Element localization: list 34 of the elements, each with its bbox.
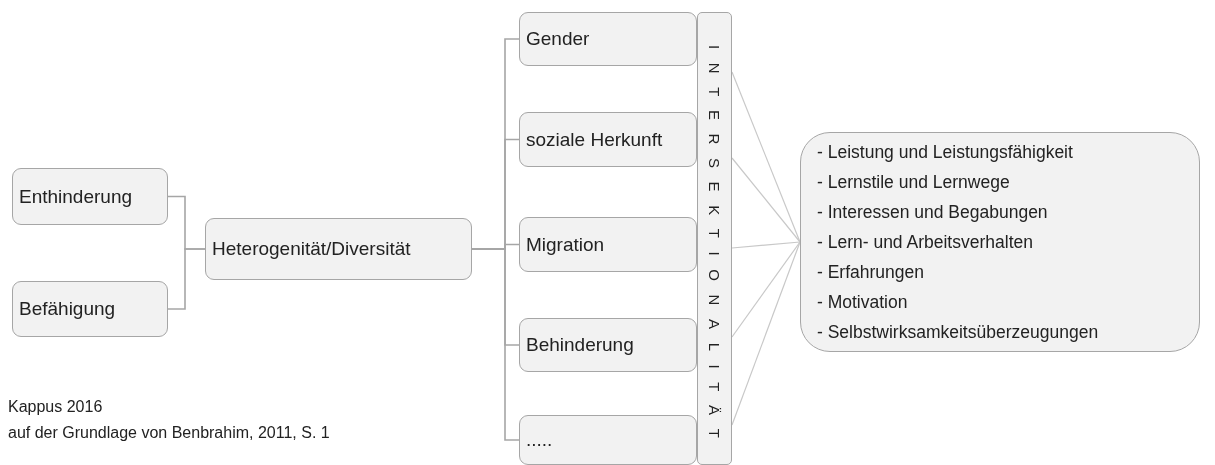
list-item: - Motivation xyxy=(817,291,908,314)
connector-line xyxy=(471,248,520,441)
box-label: Heterogenität/Diversität xyxy=(212,238,411,260)
rounded-box xyxy=(12,168,168,225)
connector-line xyxy=(731,71,801,243)
rounded-box xyxy=(12,281,168,337)
box-label: soziale Herkunft xyxy=(526,128,663,151)
list-item: - Erfahrungen xyxy=(817,261,924,284)
rounded-box xyxy=(519,217,697,272)
box-label: Behinderung xyxy=(526,334,634,356)
list-item: - Selbstwirksamkeitsüberzeugungen xyxy=(817,321,1099,344)
vertical-label: INTERSEKTIONALITÄT xyxy=(706,45,723,452)
rounded-list-box xyxy=(800,132,1200,352)
rounded-box xyxy=(519,318,697,372)
box-label: Enthinderung xyxy=(19,185,133,208)
source-note: Kappus 2016 xyxy=(8,398,103,416)
rounded-box xyxy=(205,218,472,280)
connector-line xyxy=(731,241,801,249)
connector-line xyxy=(731,157,801,243)
connector-line xyxy=(731,241,801,338)
list-item: - Interessen und Begabungen xyxy=(817,201,1048,224)
rounded-box xyxy=(519,415,697,465)
vertical-band xyxy=(697,12,732,465)
list-item: - Leistung und Leistungsfähigkeit xyxy=(817,141,1073,164)
list-item: - Lernstile und Lernwege xyxy=(817,171,1010,194)
box-label: Gender xyxy=(526,28,590,50)
box-label: ..... xyxy=(526,429,553,451)
list-item: - Lern- und Arbeitsverhalten xyxy=(817,231,1033,254)
rounded-box xyxy=(519,112,697,167)
box-label: Migration xyxy=(526,233,605,256)
connector-line xyxy=(167,248,206,310)
box-label: Befähigung xyxy=(19,298,116,320)
rounded-box xyxy=(519,12,697,66)
source-note: auf der Grundlage von Benbrahim, 2011, S. 1 xyxy=(8,424,330,442)
